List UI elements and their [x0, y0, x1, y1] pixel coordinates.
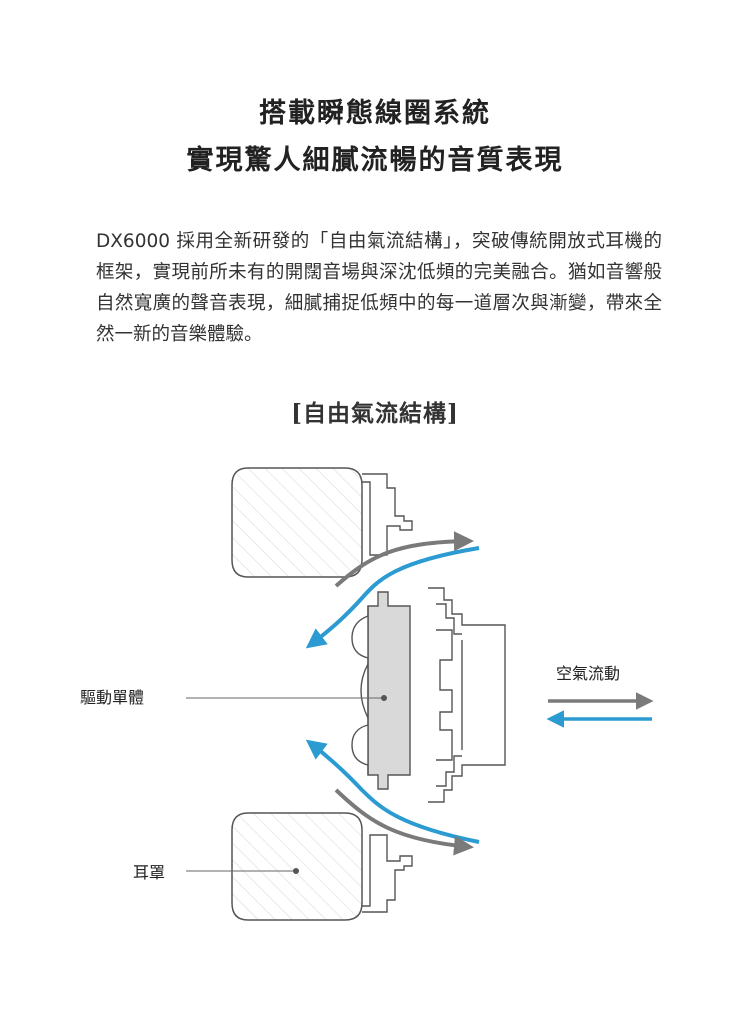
airflow-legend-label: 空氣流動: [556, 664, 621, 683]
airflow-bottom-gray-arrow: [334, 788, 474, 856]
ear-cup-top: [231, 467, 363, 578]
airflow-top-gray-arrow: [334, 531, 474, 588]
ear-cup-top-bracket: [362, 473, 413, 556]
ear-cup-label: 耳罩: [133, 863, 166, 882]
airflow-bottom-blue-arrow: [305, 739, 480, 844]
airflow-top-blue-arrow: [305, 546, 480, 649]
diagram-title: [自由氣流結構]: [291, 400, 459, 427]
driver-unit: [351, 591, 411, 790]
ear-cup-leader-line: [186, 868, 299, 874]
page-title-line2: 實現驚人細膩流暢的音質表現: [186, 145, 564, 176]
page-title-line1: 搭載瞬態線圈系統: [259, 98, 491, 129]
ear-cup-bottom-bracket: [362, 834, 413, 913]
ear-cup-bottom: [231, 812, 363, 921]
housing-frame: [428, 587, 506, 803]
driver-unit-label: 驅動單體: [80, 688, 145, 707]
driver-leader-line: [186, 695, 387, 701]
description-paragraph: DX6000 採用全新研發的「自由氣流結構」，突破傳統開放式耳機的框架，實現前所…: [96, 231, 662, 345]
